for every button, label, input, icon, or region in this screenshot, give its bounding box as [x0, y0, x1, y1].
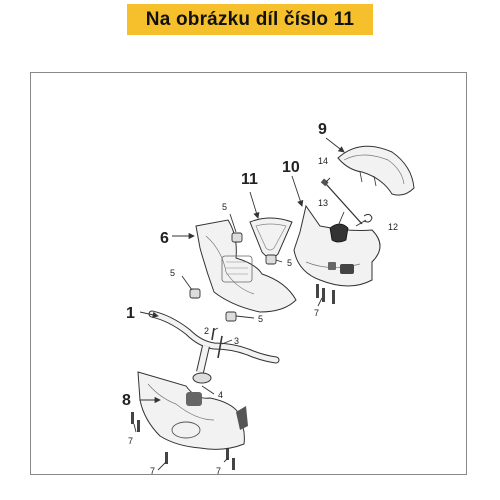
part-14-bolt — [320, 178, 363, 225]
callout-7-bottom: 7 — [150, 466, 155, 476]
callout-11: 11 — [241, 171, 258, 188]
callout-2: 2 — [204, 326, 209, 336]
leader-lines — [133, 137, 367, 471]
callout-12: 12 — [388, 222, 398, 232]
callout-6: 6 — [160, 230, 169, 247]
part-6-front-cover — [195, 219, 297, 313]
callout-1: 1 — [126, 305, 135, 322]
callout-7-upper: 7 — [314, 308, 319, 318]
part-1-handlebar — [148, 310, 280, 384]
callout-14: 14 — [318, 156, 328, 166]
callout-4: 4 — [218, 390, 223, 400]
part-7-screws — [131, 284, 335, 470]
part-13-switch — [329, 223, 349, 243]
callout-13: 13 — [318, 198, 328, 208]
part-9-headlight-cover — [337, 145, 415, 196]
banner-text: Na obrázku díl číslo 11 — [145, 8, 355, 30]
part-2-3-fasteners — [211, 327, 223, 359]
callout-5-bottom: 5 — [258, 314, 263, 324]
part-8-lower-cover — [137, 371, 248, 450]
callout-10: 10 — [282, 159, 300, 176]
part-11-center-cover — [249, 217, 293, 258]
callout-5-right: 5 — [287, 258, 292, 268]
part-10-rear-cover — [293, 204, 381, 287]
callout-3: 3 — [234, 336, 239, 346]
callout-5-top: 5 — [222, 202, 227, 212]
diagram-frame — [30, 72, 467, 475]
callout-7-right: 7 — [216, 466, 221, 476]
part-5-nuts — [189, 232, 277, 322]
callout-7-left: 7 — [128, 436, 133, 446]
callout-8: 8 — [122, 392, 131, 409]
callout-9: 9 — [318, 121, 327, 138]
part-12-clip — [363, 213, 373, 223]
part-number-banner: Na obrázku díl číslo 11 — [127, 4, 373, 35]
callout-5-left: 5 — [170, 268, 175, 278]
